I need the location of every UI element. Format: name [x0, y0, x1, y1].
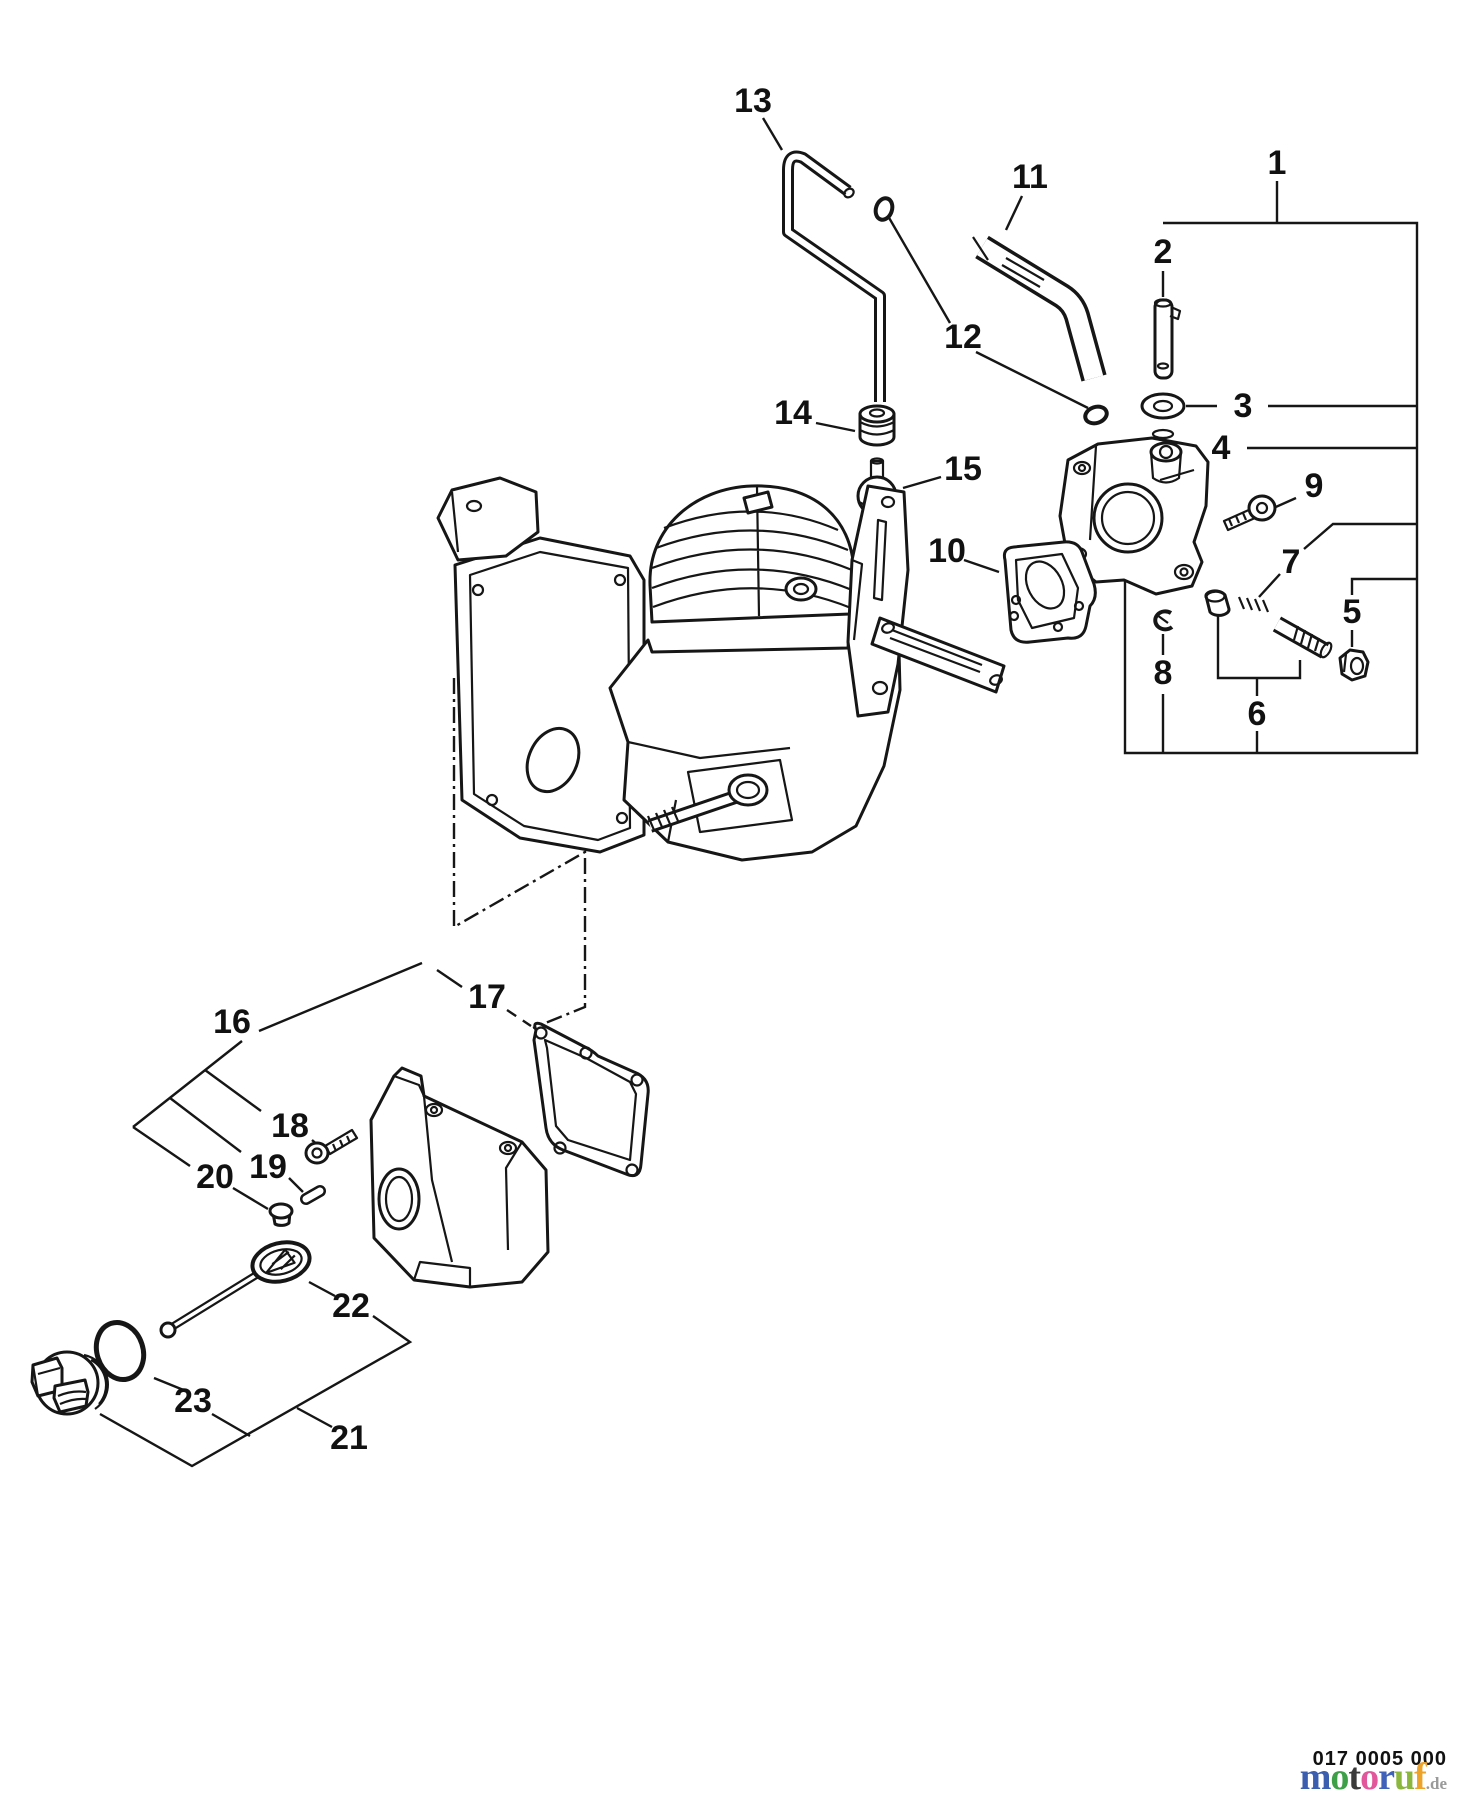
part-plug — [268, 1202, 294, 1227]
motoruf-watermark-logo: motoruf.de — [1300, 1758, 1447, 1796]
part-pin — [1153, 298, 1182, 380]
part-bolt-cover — [304, 1128, 359, 1165]
callout-10: 10 — [928, 532, 966, 570]
callout-3: 3 — [1234, 387, 1253, 425]
callout-18: 18 — [271, 1107, 309, 1145]
part-o-ring-a — [873, 196, 895, 222]
callout-17: 17 — [468, 978, 506, 1016]
callout-16: 16 — [213, 1003, 251, 1041]
callout-4: 4 — [1212, 429, 1231, 467]
callout-11: 11 — [1012, 158, 1048, 196]
callout-9: 9 — [1305, 467, 1324, 505]
part-intake-gasket — [1002, 540, 1097, 644]
part-cover-gasket — [532, 1021, 650, 1178]
part-cap-retainer — [159, 1240, 312, 1339]
callout-23: 23 — [174, 1382, 212, 1420]
watermark-logo: motoruf.de — [1299, 1756, 1447, 1798]
part-o-ring-b — [1083, 404, 1109, 426]
callout-7: 7 — [1282, 543, 1301, 581]
part-intake-duct — [972, 235, 1107, 382]
engine-assembly — [436, 476, 1006, 862]
callouts: 1 2 3 4 5 6 7 8 9 10 11 12 13 14 15 16 1… — [174, 82, 1361, 1457]
part-grommet — [858, 404, 896, 447]
callout-14: 14 — [774, 394, 812, 432]
part-nut — [1338, 648, 1370, 682]
callout-22: 22 — [332, 1287, 370, 1325]
part-fuel-cap — [30, 1350, 109, 1416]
drawing-part-number: 017 0005 000 — [1312, 1748, 1447, 1770]
part-stud-group — [1204, 589, 1333, 659]
callout-8: 8 — [1154, 654, 1173, 692]
callout-12: 12 — [944, 318, 982, 356]
callout-15: 15 — [944, 450, 982, 488]
callout-13: 13 — [734, 82, 772, 120]
callout-20: 20 — [196, 1158, 234, 1196]
callout-5: 5 — [1343, 593, 1362, 631]
part-fuel-line — [782, 150, 886, 402]
part-bolt-carb — [1222, 494, 1277, 532]
callout-2: 2 — [1154, 233, 1173, 271]
part-e-clip — [1153, 609, 1174, 632]
part-dowel-pin — [300, 1185, 326, 1205]
part-carburetor — [1058, 436, 1210, 596]
part-washer — [1140, 392, 1186, 420]
part-crankcase-cover — [369, 1066, 550, 1289]
callout-1: 1 — [1268, 144, 1287, 182]
part-cap-o-ring — [93, 1320, 147, 1382]
callout-19: 19 — [249, 1148, 287, 1186]
callout-21: 21 — [330, 1419, 368, 1457]
callout-6: 6 — [1248, 695, 1267, 733]
